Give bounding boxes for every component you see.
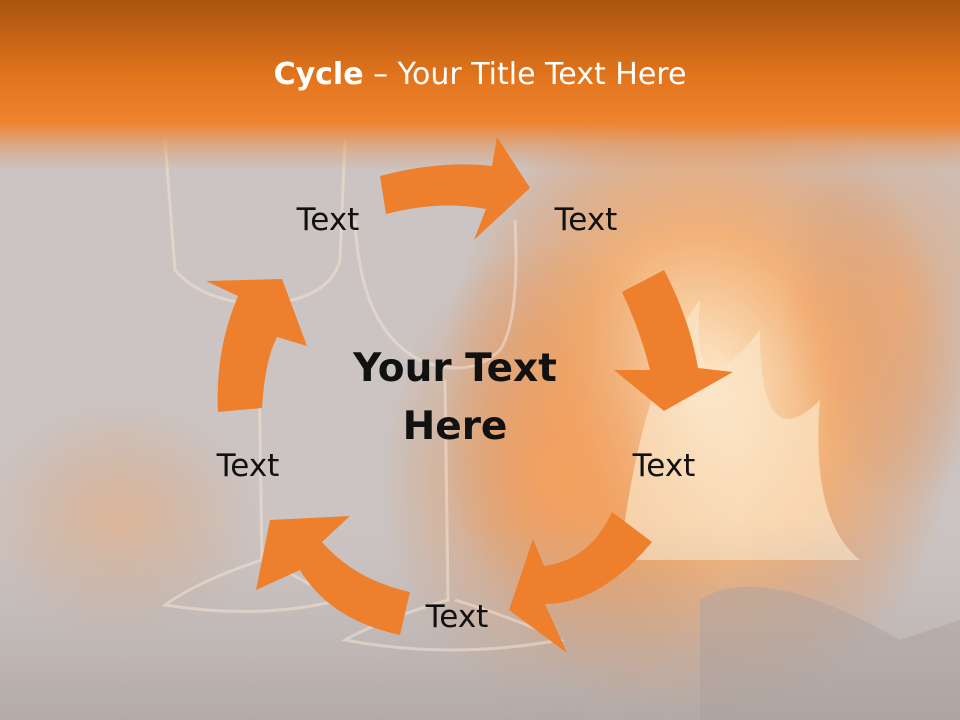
title-rest: – Your Title Text Here (363, 57, 687, 92)
cycle-arrow-right (614, 270, 733, 411)
cycle-step-1-label: Text (296, 202, 360, 238)
center-text-line-2: Here (402, 404, 508, 449)
cycle-step-3-label: Text (632, 448, 696, 484)
center-text: Your Text Here (330, 340, 580, 456)
cycle-arrow-bottom-right (509, 512, 652, 653)
cycle-step-5-label: Text (216, 448, 280, 484)
cycle-step-2-label: Text (554, 202, 618, 238)
cycle-arrow-top (380, 137, 530, 240)
cycle-arrow-left (206, 279, 307, 412)
title-band (0, 0, 960, 170)
slide-title: Cycle – Your Title Text Here (0, 52, 960, 98)
cycle-step-4-label: Text (425, 599, 489, 635)
cycle-arrow-bottom-left (256, 516, 410, 635)
title-bold-word: Cycle (273, 57, 364, 92)
center-text-line-1: Your Text (353, 346, 557, 391)
